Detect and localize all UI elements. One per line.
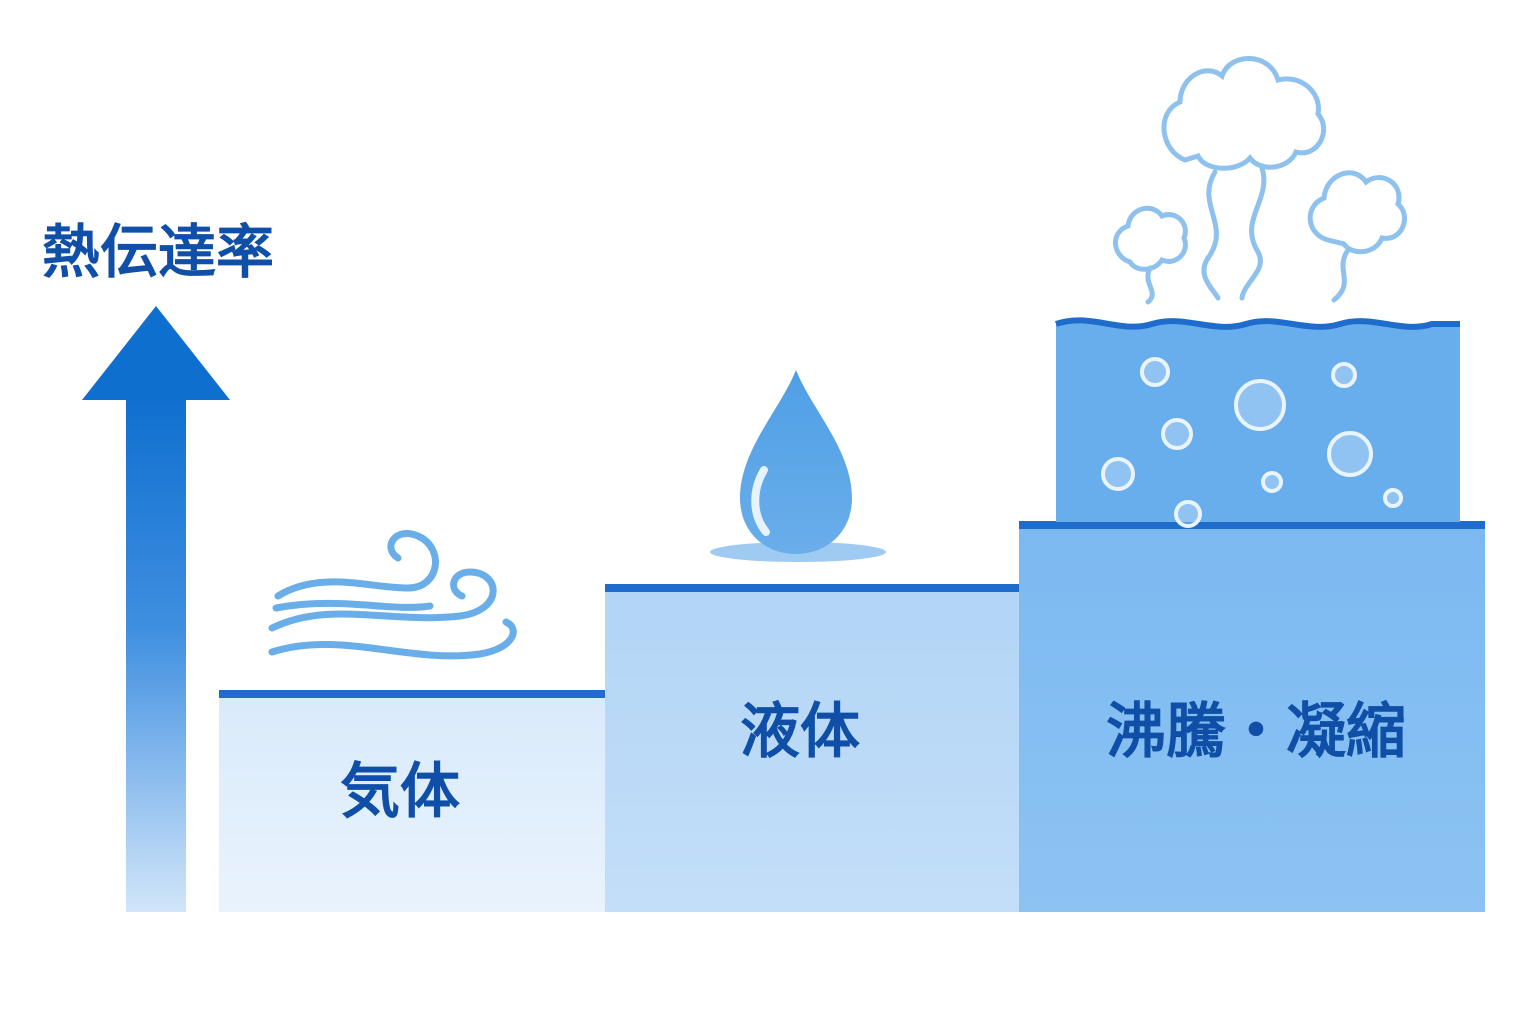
boiling-water-icon (1055, 317, 1460, 528)
step-liquid (605, 584, 1021, 912)
step-gas (219, 690, 607, 912)
step-label-boiling: 沸騰・凝縮 (1106, 697, 1406, 767)
bubbles (1101, 357, 1403, 528)
step-label-liquid: 液体 (740, 697, 860, 767)
wind-icon (268, 530, 517, 660)
step-label-gas: 気体 (340, 757, 460, 827)
step-boiling (1019, 521, 1485, 912)
steam-icon (1113, 56, 1408, 305)
water-drop-icon (710, 370, 886, 562)
axis-label: 熱伝達率 (42, 218, 274, 286)
axis-arrow (82, 306, 230, 912)
